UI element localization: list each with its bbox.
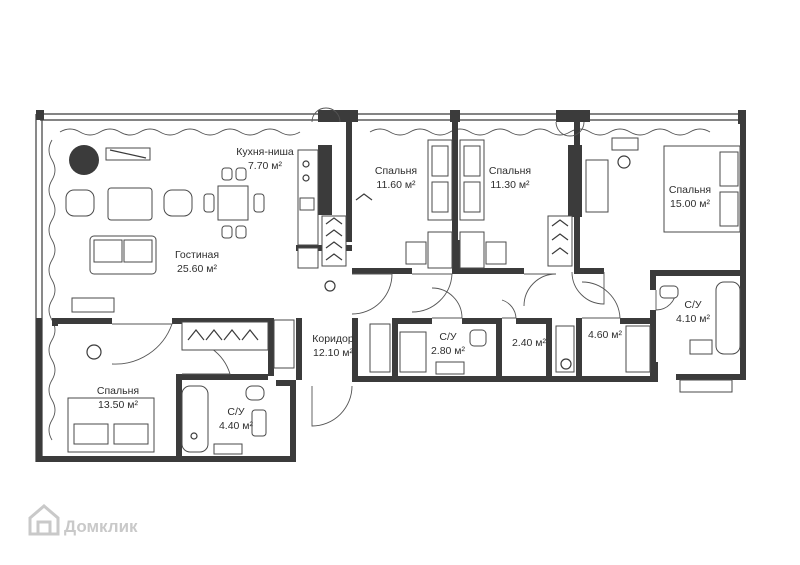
bath3-area: 4.40 м² [219,420,254,432]
bedroom3-name: Спальня [669,184,711,196]
living-furniture [65,145,265,275]
kitchen-area: 7.70 м² [248,160,283,172]
plant-icon [69,145,99,175]
bath2-name: С/У [684,299,702,311]
bedroom3-furniture [585,137,741,233]
storage1-area: 2.40 м² [512,337,547,349]
bath1-area: 2.80 м² [431,345,466,357]
bedroom4-furniture [67,297,295,453]
bedroom1-area: 11.60 м² [376,179,416,191]
corridor-area: 12.10 м² [313,347,353,359]
bath3-name: С/У [227,406,245,418]
bedroom1-name: Спальня [375,165,417,177]
storage2-area: 4.60 м² [588,329,623,341]
bedroom2-area: 11.30 м² [490,179,530,191]
bedroom2-furniture [459,139,573,269]
room-labels: Кухня-ниша 7.70 м² Гостиная 25.60 м² Спа… [97,146,711,432]
watermark: Домклик [28,504,138,536]
living-name: Гостиная [175,249,219,261]
kitchen-furniture [297,149,347,292]
living-area: 25.60 м² [177,263,217,275]
facade-glazing [35,113,745,462]
bathroom-fixtures [181,281,741,455]
corridor-name: Коридор [312,333,354,345]
bath2-area: 4.10 м² [676,313,711,325]
doors [111,107,677,427]
bedroom4-area: 13.50 м² [98,399,138,411]
bedroom3-area: 15.00 м² [670,198,710,210]
bedroom4-name: Спальня [97,385,139,397]
bath1-name: С/У [439,331,457,343]
house-logo-icon [28,504,60,536]
kitchen-name: Кухня-ниша [236,146,294,158]
watermark-text: Домклик [64,517,138,536]
bedroom2-name: Спальня [489,165,531,177]
bedroom1-furniture [355,139,453,269]
